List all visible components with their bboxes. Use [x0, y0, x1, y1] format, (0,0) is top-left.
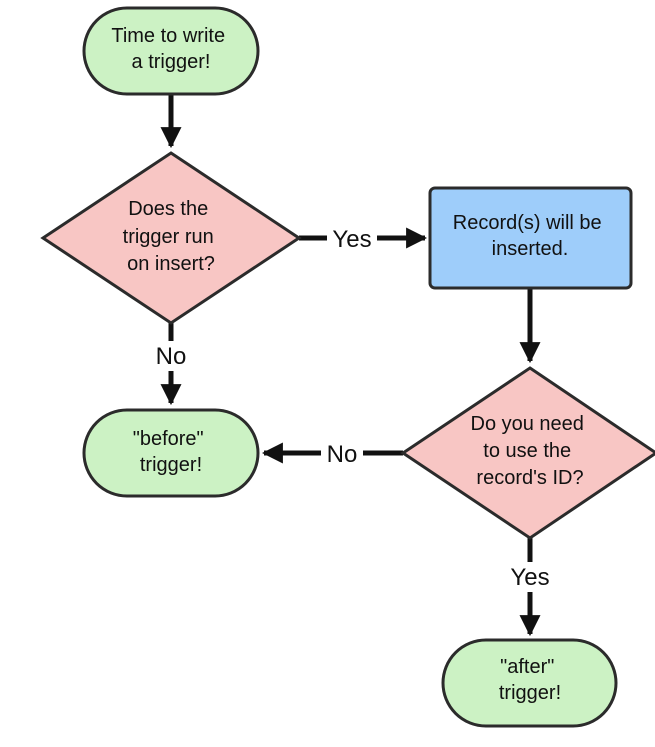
node-decision-insert: Does the trigger run on insert? [40, 151, 302, 325]
node-before-trigger-line-1: "before" [133, 428, 204, 450]
node-decision-id-line-1: Do you need [471, 413, 584, 435]
node-process-inserted-line-2: inserted. [492, 238, 569, 260]
node-decision-insert-line-3: on insert? [127, 253, 215, 275]
decision-shape [40, 151, 302, 325]
process-shape [428, 186, 633, 290]
node-process-inserted-line-1: Record(s) will be [453, 212, 602, 234]
node-start-label: Time to write a trigger! [111, 25, 230, 73]
node-decision-id: Do you need to use the record's ID? [400, 366, 655, 540]
node-after-trigger-label: "after" trigger! [499, 656, 561, 704]
edge-labels: Yes No No Yes [150, 224, 556, 592]
connectors [160, 95, 541, 637]
node-after-trigger-line-2: trigger! [499, 682, 561, 704]
terminal-shape [82, 408, 260, 498]
node-decision-id-label: Do you need to use the record's ID? [471, 413, 590, 489]
node-before-trigger: "before" trigger! [82, 408, 260, 498]
node-start-line-1: Time to write [111, 25, 225, 47]
edge-label-id-no: No [327, 441, 358, 468]
label-bg-insert-no [150, 341, 192, 371]
node-decision-insert-line-2: trigger run [123, 226, 214, 248]
node-process-inserted: Record(s) will be inserted. [428, 186, 633, 290]
node-before-trigger-label: "before" trigger! [133, 428, 209, 476]
label-bg-insert-yes [327, 224, 377, 254]
edge-label-insert-no: No [156, 343, 187, 370]
node-after-trigger: "after" trigger! [441, 638, 618, 728]
node-decision-insert-label: Does the trigger run on insert? [123, 198, 220, 275]
node-process-inserted-label: Record(s) will be inserted. [453, 212, 608, 260]
terminal-shape [82, 6, 260, 96]
node-after-trigger-line-1: "after" [500, 656, 554, 678]
label-bg-id-no [321, 439, 363, 469]
node-decision-id-line-2: to use the [483, 440, 571, 462]
edge-label-id-yes: Yes [510, 564, 549, 591]
edge-label-insert-yes: Yes [332, 226, 371, 253]
node-start: Time to write a trigger! [82, 6, 260, 96]
decision-shape [400, 366, 655, 540]
node-decision-insert-line-1: Does the [128, 198, 208, 220]
terminal-shape [441, 638, 618, 728]
label-bg-id-yes [504, 562, 556, 592]
node-before-trigger-line-2: trigger! [140, 454, 202, 476]
node-start-line-2: a trigger! [132, 51, 211, 73]
node-decision-id-line-3: record's ID? [476, 467, 583, 489]
